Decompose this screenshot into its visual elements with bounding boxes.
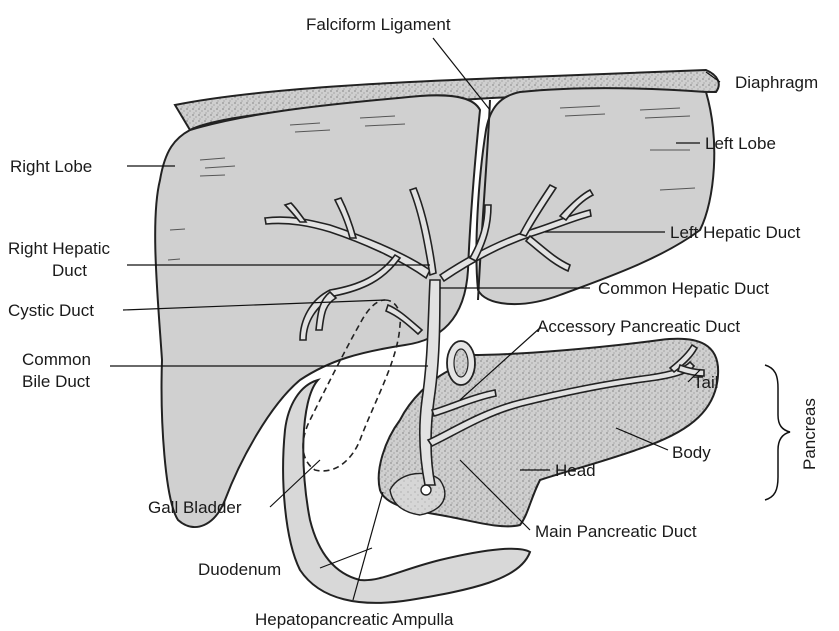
label-accessory-pancreatic-duct: Accessory Pancreatic Duct xyxy=(537,317,740,336)
label-cystic-duct: Cystic Duct xyxy=(8,301,94,320)
left-lobe-shape xyxy=(476,88,714,304)
label-body: Body xyxy=(672,443,711,462)
label-duodenum: Duodenum xyxy=(198,560,281,579)
pancreas-brace xyxy=(765,365,790,500)
label-common-bile-line1: Common xyxy=(22,350,91,369)
label-gall-bladder: Gall Bladder xyxy=(148,498,242,517)
label-common-hepatic-duct: Common Hepatic Duct xyxy=(598,279,769,298)
label-diaphragm: Diaphragm xyxy=(735,73,818,92)
label-right-hepatic-line1: Right Hepatic xyxy=(8,239,111,258)
label-pancreas: Pancreas xyxy=(800,398,819,470)
label-left-lobe: Left Lobe xyxy=(705,134,776,153)
label-main-pancreatic-duct: Main Pancreatic Duct xyxy=(535,522,697,541)
label-right-hepatic-line2: Duct xyxy=(52,261,87,280)
label-tail: Tail xyxy=(693,373,719,392)
label-hepatopancreatic-ampulla: Hepatopancreatic Ampulla xyxy=(255,610,454,629)
label-falciform-ligament: Falciform Ligament xyxy=(306,15,451,34)
label-common-bile-line2: Bile Duct xyxy=(22,372,90,391)
label-head: Head xyxy=(555,461,596,480)
label-left-hepatic-duct: Left Hepatic Duct xyxy=(670,223,801,242)
label-right-lobe: Right Lobe xyxy=(10,157,92,176)
